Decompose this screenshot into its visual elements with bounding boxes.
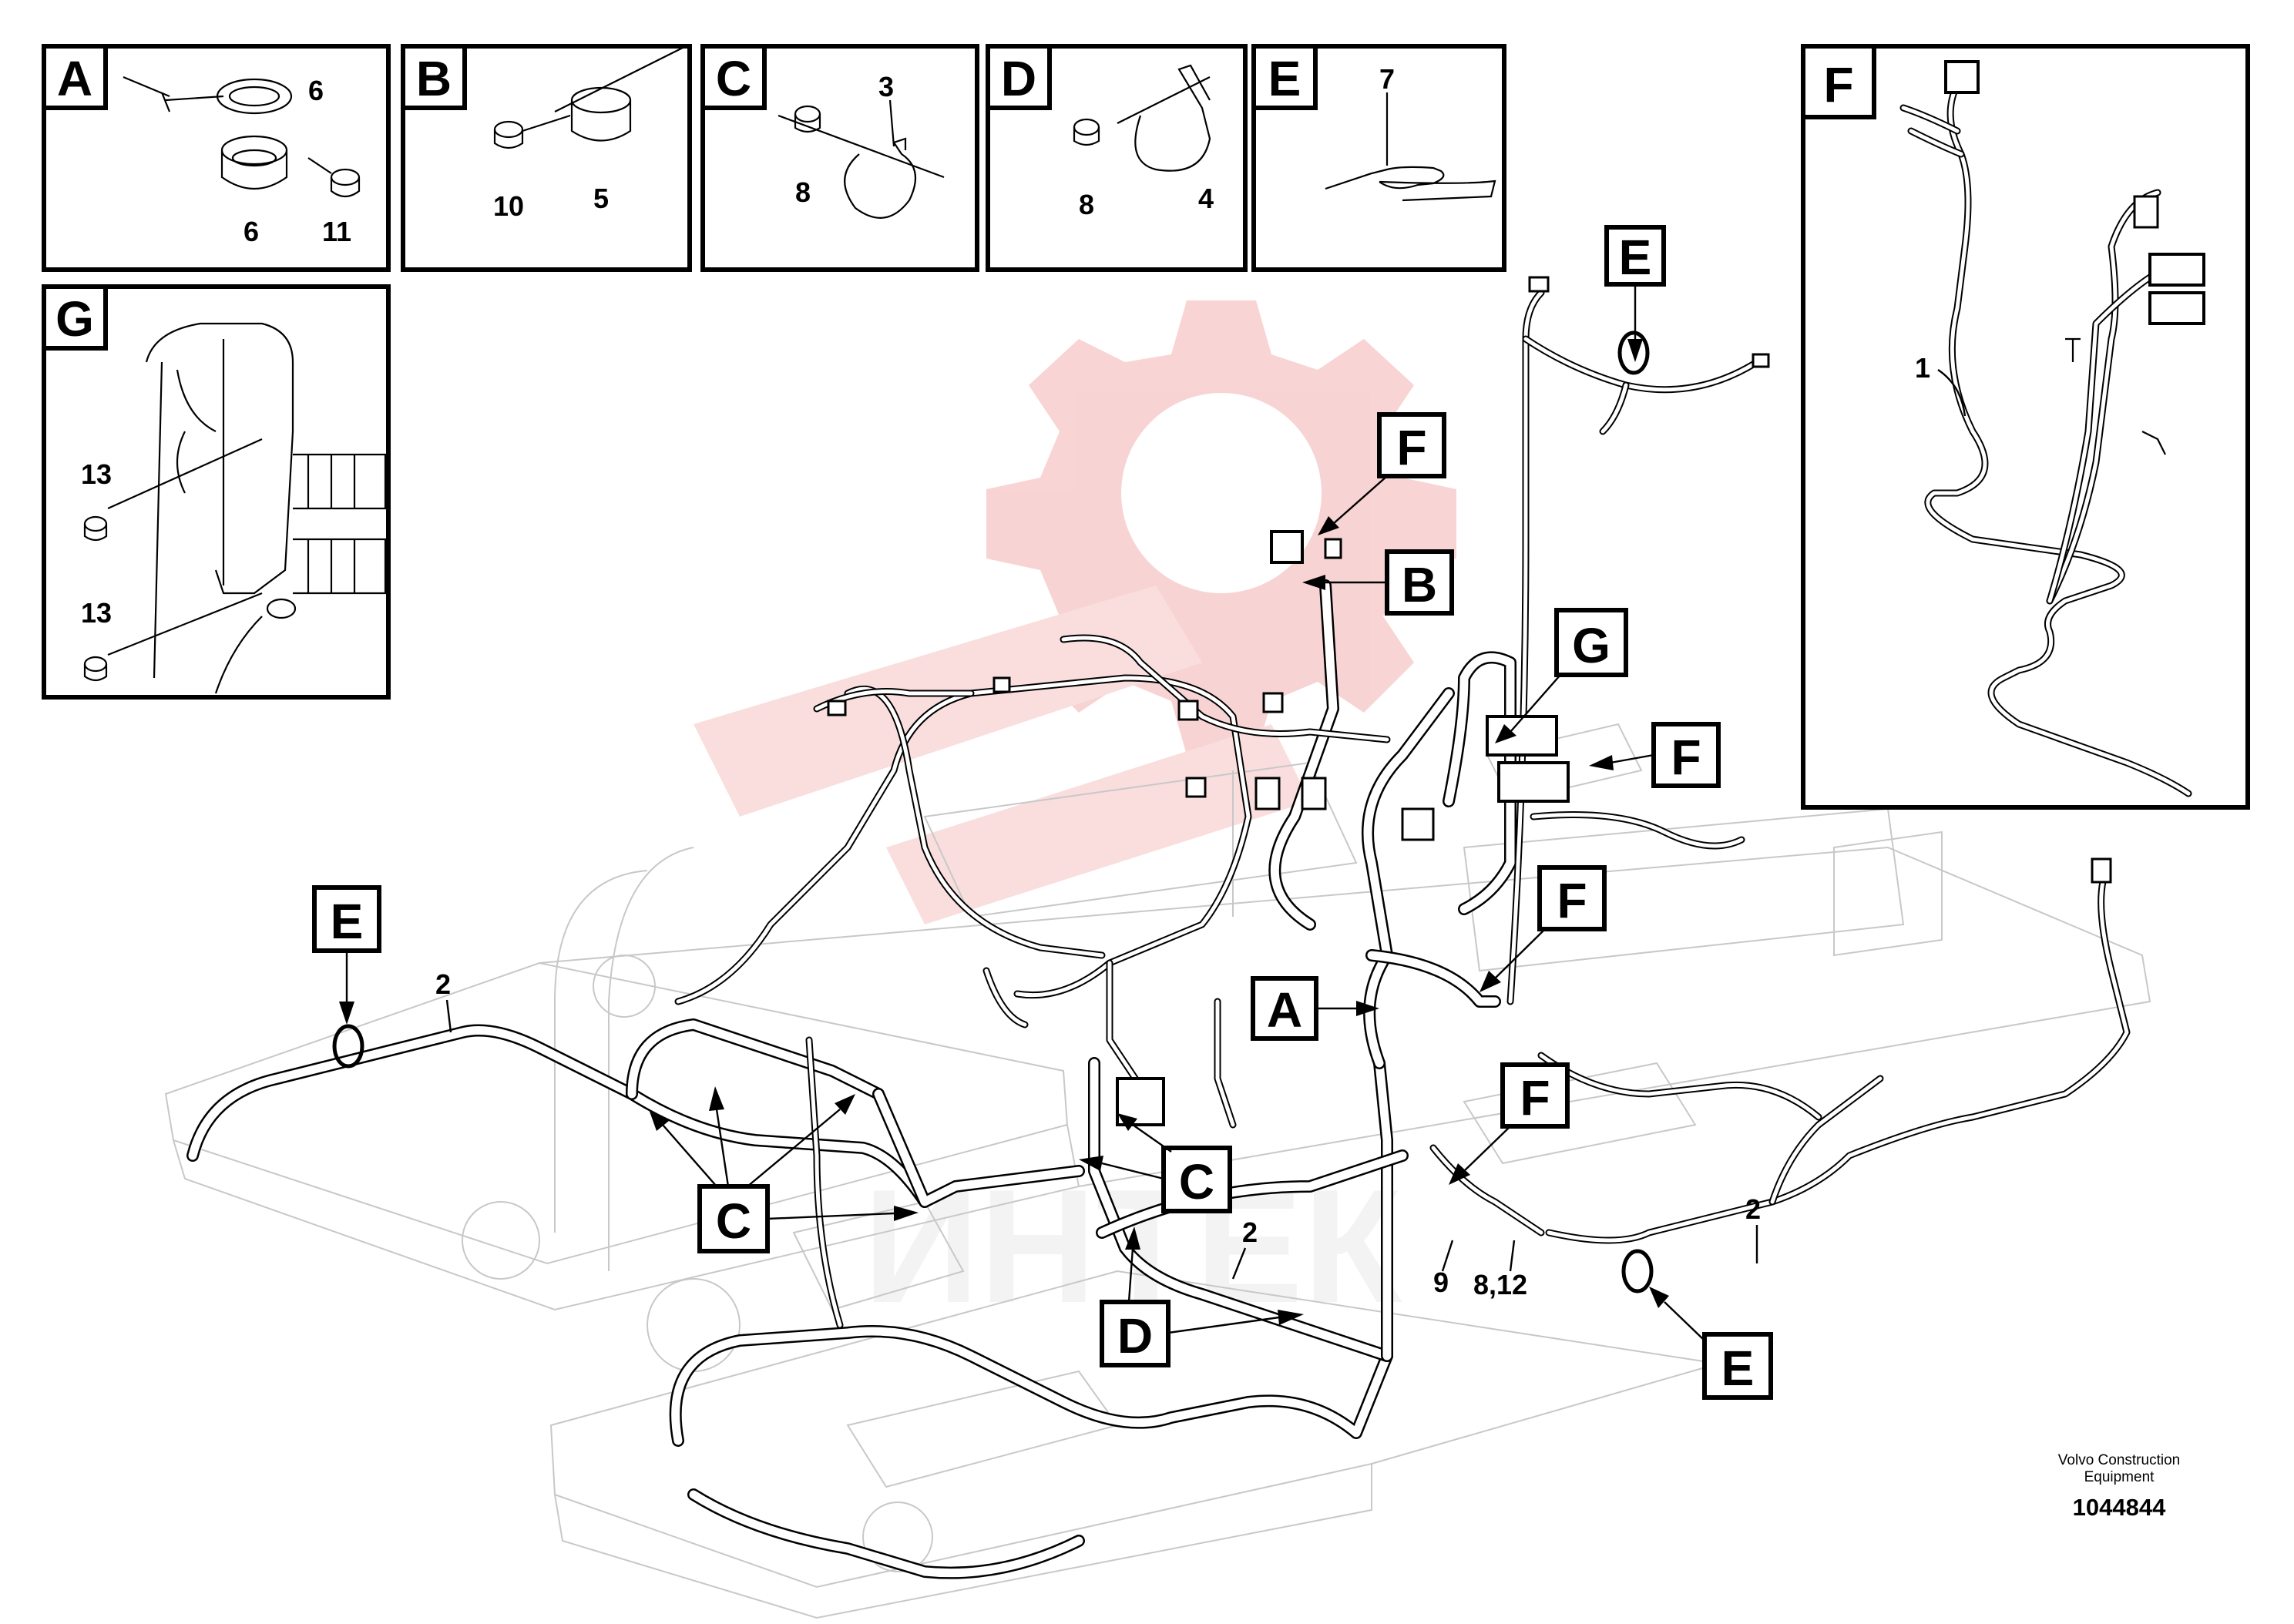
svg-text:E: E	[331, 894, 364, 949]
svg-text:A: A	[1267, 982, 1302, 1038]
svg-text:E: E	[1619, 230, 1652, 285]
clamp-part-3-icon	[778, 99, 945, 219]
detail-box-d: D 8 4	[986, 44, 1248, 272]
callout-a: A	[1251, 976, 1379, 1041]
main-harness-center	[1088, 579, 1516, 1362]
detail-box-d-tab	[986, 44, 1052, 110]
part-number-label: 11	[322, 216, 351, 247]
harness-connectors	[827, 276, 2112, 1126]
svg-text:D: D	[1117, 1308, 1153, 1364]
bracket-with-connectors-icon	[107, 322, 387, 694]
svg-text:F: F	[1520, 1070, 1550, 1126]
callout-g: G	[1495, 608, 1628, 743]
detail-box-g-tab	[42, 284, 108, 351]
detail-box-b-tab	[401, 44, 467, 110]
part-number-label: 8	[795, 176, 811, 208]
svg-text:G: G	[1572, 618, 1611, 673]
bolt-part-13-icon	[83, 515, 108, 682]
harness-number-label: 2	[1242, 1216, 1258, 1248]
detail-box-b-letter: B	[416, 51, 452, 106]
bolt-part-10-icon	[493, 114, 571, 149]
bolt-part-8-icon	[1073, 118, 1100, 146]
detail-box-b: B 10 5	[401, 44, 692, 272]
part-number-label: 8	[1079, 189, 1094, 220]
svg-text:C: C	[716, 1193, 751, 1249]
callout-f-lower: F	[1449, 1062, 1570, 1185]
svg-text:F: F	[1557, 873, 1587, 928]
detail-box-g-letter: G	[55, 291, 94, 347]
bolt-part-11-icon	[307, 157, 361, 198]
detail-box-a: A 6 6 11	[42, 44, 391, 272]
callout-f-right: F	[1589, 722, 1721, 788]
part-number-label: 3	[878, 71, 894, 102]
grommet-part-5-icon	[554, 45, 687, 142]
detail-box-e-letter: E	[1268, 51, 1302, 106]
detail-box-e: E 7	[1251, 44, 1506, 272]
detail-box-f: F 1	[1801, 44, 2250, 810]
svg-text:E: E	[1721, 1340, 1755, 1396]
callout-e-top: E	[1604, 225, 1666, 362]
detail-box-f-letter: F	[1823, 57, 1853, 112]
detail-box-e-tab	[1251, 44, 1318, 110]
part-8-12-label: 8,12	[1473, 1269, 1527, 1300]
detail-box-a-letter: A	[57, 51, 92, 106]
callout-c-lower-left: C	[649, 1086, 919, 1253]
detail-box-d-letter: D	[1001, 51, 1036, 106]
detail-box-a-tab	[42, 44, 108, 110]
part-number-label: 4	[1198, 183, 1214, 214]
clamp-part-4-icon	[1117, 64, 1211, 172]
part-number-label: 7	[1379, 63, 1395, 95]
harness-number-label: 2	[1745, 1193, 1761, 1225]
part-number-label: 6	[244, 216, 259, 247]
grommet-part-6b-icon	[220, 135, 288, 190]
detail-box-c-letter: C	[716, 51, 751, 106]
cable-tie-markers	[332, 331, 1654, 1293]
cable-tie-part-7-icon	[1325, 92, 1496, 202]
callout-e-lower-right: E	[1649, 1287, 1773, 1400]
grommet-part-6-icon	[123, 75, 293, 115]
callout-b: B	[1302, 549, 1454, 616]
main-part-numbers: 2 2 2 9 8,12	[435, 968, 1761, 1300]
harness-number-label: 2	[435, 968, 451, 1000]
main-harness-front	[186, 1018, 1085, 1208]
part-number-label: 6	[308, 75, 324, 106]
svg-text:B: B	[1402, 557, 1437, 612]
part-number-label: 1	[1915, 352, 1930, 384]
part-number-label: 5	[593, 183, 609, 214]
main-harness-rear	[669, 1325, 1393, 1579]
detail-box-f-tab	[1801, 44, 1876, 119]
callout-c-center: C	[1079, 1113, 1232, 1213]
drawing-number: 1044844	[2072, 1494, 2166, 1521]
company-name-line2: Equipment	[2084, 1469, 2155, 1485]
svg-text:F: F	[1671, 730, 1701, 785]
svg-text:C: C	[1179, 1154, 1214, 1210]
detail-box-c-tab	[700, 44, 767, 110]
callout-d: D	[1100, 1226, 1304, 1367]
company-name-line1: Volvo Construction	[2057, 1452, 2181, 1468]
bolt-part-8-icon	[794, 105, 821, 133]
part-9-label: 9	[1433, 1267, 1449, 1298]
callout-f-middle: F	[1480, 865, 1607, 992]
thin-wires	[674, 289, 2131, 1329]
part-number-label: 10	[493, 190, 524, 222]
detail-box-g: G 13 13	[42, 284, 391, 700]
harness-f-detail	[1899, 60, 2205, 797]
drawing-credit: Volvo Construction Equipment 1044844	[2003, 1452, 2235, 1522]
part-number-label: 13	[81, 597, 112, 629]
callout-f-upper: F	[1318, 412, 1446, 535]
part-number-label: 13	[81, 458, 112, 490]
detail-box-c: C 3 8	[700, 44, 979, 272]
callout-e-left: E	[312, 885, 381, 1025]
svg-text:F: F	[1396, 420, 1426, 475]
